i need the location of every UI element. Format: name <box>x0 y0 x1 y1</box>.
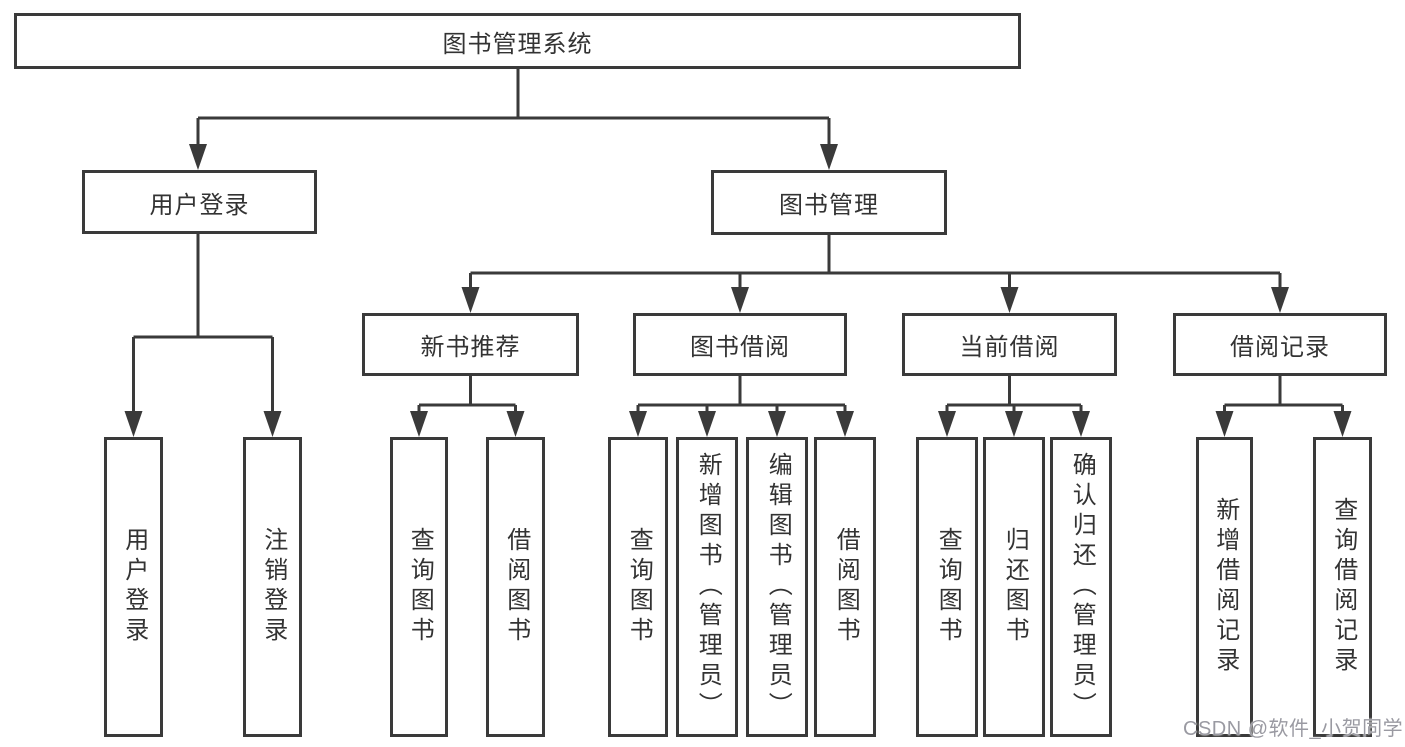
leaf-add-books-admin-label: 新增图书（管理员） <box>694 452 722 722</box>
node-book-management-label: 图书管理 <box>779 192 879 219</box>
leaf-return-books-label: 归还图书 <box>1001 527 1029 647</box>
leaf-query-books-borrow-label: 查询图书 <box>625 527 653 647</box>
leaf-query-borrow-record-label: 查询借阅记录 <box>1329 497 1357 677</box>
node-new-book-recommendation: 新书推荐 <box>362 313 579 376</box>
leaf-edit-books-admin: 编辑图书（管理员） <box>746 437 808 737</box>
node-borrowing-records: 借阅记录 <box>1173 313 1387 376</box>
leaf-query-borrow-record: 查询借阅记录 <box>1313 437 1372 737</box>
node-borrowing-records-label: 借阅记录 <box>1230 334 1330 361</box>
leaf-return-books: 归还图书 <box>983 437 1045 737</box>
leaf-add-books-admin: 新增图书（管理员） <box>676 437 738 737</box>
leaf-edit-books-admin-label: 编辑图书（管理员） <box>764 452 792 722</box>
node-current-borrowing: 当前借阅 <box>902 313 1117 376</box>
node-user-login-branch: 用户登录 <box>82 170 317 234</box>
leaf-query-books-recommend-label: 查询图书 <box>406 527 434 647</box>
leaf-user-login: 用户登录 <box>104 437 163 737</box>
leaf-confirm-return-admin: 确认归还（管理员） <box>1050 437 1112 737</box>
node-current-borrowing-label: 当前借阅 <box>959 334 1060 361</box>
watermark: CSDN @软件_小贺同学 <box>1183 718 1404 740</box>
leaf-query-books-recommend: 查询图书 <box>390 437 448 737</box>
leaf-borrow-books-label: 借阅图书 <box>832 527 860 647</box>
leaf-query-books-borrow: 查询图书 <box>608 437 668 737</box>
node-user-login-branch-label: 用户登录 <box>149 191 250 219</box>
node-book-borrowing: 图书借阅 <box>633 313 847 376</box>
leaf-borrow-books-recommend: 借阅图书 <box>486 437 545 737</box>
node-library-system-label: 图书管理系统 <box>442 30 593 58</box>
node-book-management: 图书管理 <box>711 170 947 235</box>
leaf-add-borrow-record-label: 新增借阅记录 <box>1211 497 1239 677</box>
leaf-borrow-books: 借阅图书 <box>814 437 876 737</box>
node-book-borrowing-label: 图书借阅 <box>690 334 790 361</box>
node-new-book-recommendation-label: 新书推荐 <box>420 334 521 361</box>
leaf-add-borrow-record: 新增借阅记录 <box>1196 437 1253 737</box>
leaf-user-login-label: 用户登录 <box>120 527 148 647</box>
node-library-system: 图书管理系统 <box>14 13 1021 69</box>
leaf-query-books-current: 查询图书 <box>916 437 978 737</box>
leaf-logout-label: 注销登录 <box>259 527 287 647</box>
leaf-query-books-current-label: 查询图书 <box>934 527 962 647</box>
leaf-borrow-books-recommend-label: 借阅图书 <box>502 527 530 647</box>
leaf-confirm-return-admin-label: 确认归还（管理员） <box>1068 452 1096 722</box>
leaf-logout: 注销登录 <box>243 437 302 737</box>
